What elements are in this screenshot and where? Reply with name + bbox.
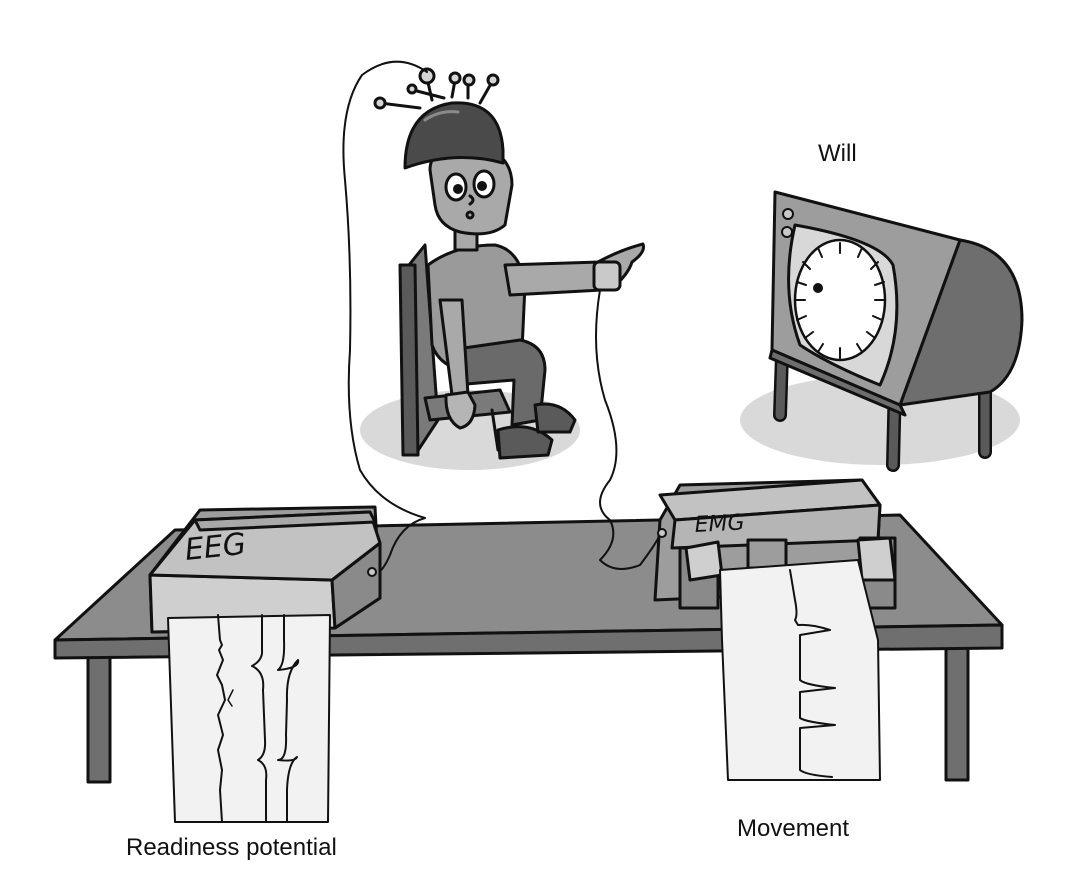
movement-label: Movement — [737, 815, 850, 842]
will-label: Will — [818, 140, 857, 167]
table-leg-right — [944, 643, 970, 782]
clock-dot — [813, 283, 823, 293]
resting-hand — [444, 390, 477, 430]
eeg-wire — [342, 60, 428, 575]
monitor-knob-top — [782, 208, 794, 220]
emg-pen-block — [746, 538, 788, 570]
emg-trace — [789, 569, 836, 778]
wrist-electrode — [592, 260, 622, 292]
eeg-recorder: EEG — [148, 505, 382, 634]
person — [373, 67, 645, 460]
eeg-paper — [167, 614, 331, 823]
eeg-jack — [367, 567, 377, 577]
emg-paper — [719, 559, 881, 781]
emg-jack — [657, 528, 667, 538]
readiness-potential-label: Readiness potential — [126, 834, 337, 861]
eeg-trace-3 — [277, 614, 300, 823]
electrode-helmet — [403, 101, 505, 170]
clock-monitor — [768, 190, 1024, 472]
emg-wire — [595, 289, 661, 570]
emg-device-label: EMG — [694, 510, 745, 538]
eeg-trace-1 — [216, 614, 226, 823]
chair — [398, 243, 512, 457]
eeg-trace-2 — [251, 614, 268, 823]
right-arm — [503, 260, 604, 297]
legs — [448, 338, 547, 427]
clock-face — [793, 238, 887, 362]
eeg-device-label: EEG — [183, 527, 247, 568]
monitor-knob-bottom — [781, 226, 793, 238]
table-leg-left — [86, 650, 112, 784]
electrode-pins — [373, 67, 500, 110]
